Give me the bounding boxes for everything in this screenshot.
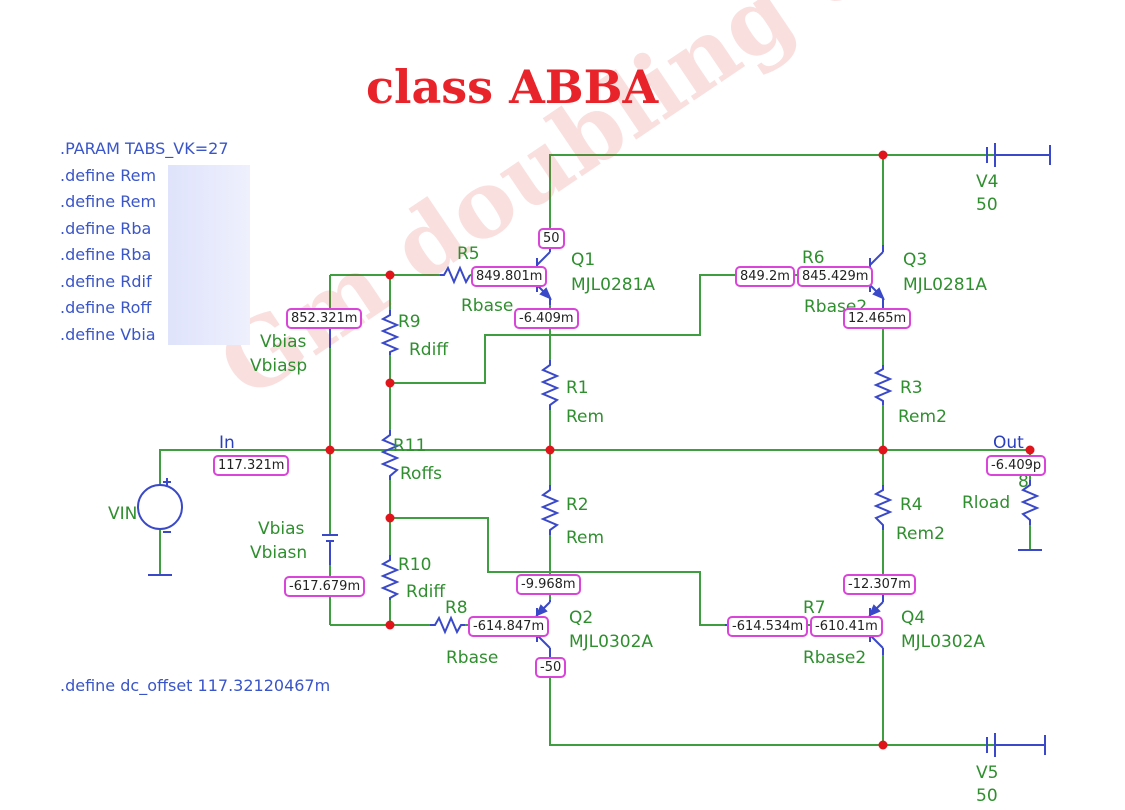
r1-resistor <box>540 360 560 410</box>
r7-ref: R7 <box>803 598 826 618</box>
r11-value: Roffs <box>400 464 443 484</box>
r4-resistor <box>873 485 893 530</box>
vbiasn-value: Vbiasn <box>250 543 308 563</box>
voltage-q2-emitter: -9.968m <box>516 574 581 595</box>
voltage-r10-bottom: -617.679m <box>284 576 366 597</box>
r6-ref: R6 <box>802 248 825 268</box>
r8-value: Rbase <box>446 648 499 668</box>
voltage-r7-left: -614.534m <box>727 616 809 637</box>
r2-resistor <box>540 485 560 535</box>
directive-line: .define Vbia <box>60 324 156 344</box>
directive-line: .define Roff <box>60 298 152 317</box>
q4-transistor <box>868 595 884 655</box>
voltage-in-node: 117.321m <box>213 455 290 476</box>
r3-value: Rem2 <box>898 407 947 427</box>
wires <box>159 154 1031 746</box>
r11-ref: R11 <box>393 436 427 456</box>
directive-line: .define Rem <box>60 165 157 185</box>
v4-battery <box>986 143 1051 167</box>
q3-model: MJL0281A <box>903 275 988 295</box>
voltage-out-node: -6.409p <box>986 455 1047 476</box>
voltage-q1-emitter: -6.409m <box>514 308 579 329</box>
vbias-value: Vbiasp <box>250 356 308 376</box>
rload-ref: 8 <box>1018 472 1029 492</box>
r4-ref: R4 <box>900 495 923 515</box>
r10-value: Rdiff <box>406 582 446 602</box>
spice-directives: .PARAM TABS_VK=27 .define Rem .define Re… <box>60 136 229 348</box>
directive-line: .define Rem <box>60 192 157 211</box>
r9-value: Rdiff <box>409 340 449 360</box>
redaction-mask <box>168 165 250 345</box>
voltage-q1-collector: 50 <box>538 228 565 249</box>
net-label-out: Out <box>993 433 1024 453</box>
directive-line: .define Rba <box>60 245 152 264</box>
v4-ref: V4 <box>976 172 999 192</box>
voltage-q3-emitter: 12.465m <box>843 308 912 329</box>
r10-ref: R10 <box>398 555 432 575</box>
vin-ref: VIN <box>108 504 138 524</box>
r8-ref: R8 <box>445 598 468 618</box>
rload-resistor <box>1020 480 1040 525</box>
q1-ref: Q1 <box>571 250 596 270</box>
r4-value: Rem2 <box>896 524 945 544</box>
v5-battery <box>986 733 1046 757</box>
q3-ref: Q3 <box>903 250 928 270</box>
vbias-neg-battery <box>322 534 338 565</box>
r9-resistor <box>380 310 400 355</box>
r10-resistor <box>380 555 400 600</box>
dc-offset-directive: .define dc_offset 117.32120467m <box>60 676 331 695</box>
r3-resistor <box>873 365 893 405</box>
vbiasn-ref: Vbias <box>258 519 305 539</box>
directive-line: .define Rdif <box>60 271 152 291</box>
r11-resistor <box>380 430 400 480</box>
q1-model: MJL0281A <box>571 275 656 295</box>
voltage-q4-emitter: -12.307m <box>843 574 916 595</box>
voltage-q3-base: 845.429m <box>797 266 874 287</box>
voltage-r9-top: 852.321m <box>286 308 363 329</box>
q2-model: MJL0302A <box>569 632 654 652</box>
schematic-title: class ABBA <box>366 60 659 114</box>
r2-ref: R2 <box>566 495 589 515</box>
v5-value: 50 <box>976 786 998 806</box>
voltage-q2-base: -614.847m <box>468 616 550 637</box>
node-dots <box>325 150 1035 750</box>
r8-resistor <box>430 615 465 635</box>
vin-source <box>137 478 183 576</box>
directive-line: .define Rba <box>60 218 152 238</box>
q2-ref: Q2 <box>569 608 594 628</box>
r1-ref: R1 <box>566 378 589 398</box>
r5-resistor <box>440 265 471 285</box>
q4-model: MJL0302A <box>901 632 986 652</box>
r9-ref: R9 <box>398 312 421 332</box>
r1-value: Rem <box>566 407 605 427</box>
vbias-ref: Vbias <box>260 332 307 352</box>
voltage-q4-base: -610.41m <box>810 616 883 637</box>
net-label-in: In <box>219 433 235 453</box>
rload-value: Rload <box>962 493 1011 513</box>
r7-value: Rbase2 <box>803 648 867 668</box>
r3-ref: R3 <box>900 378 923 398</box>
voltage-q2-collector: -50 <box>535 657 567 678</box>
directive-line: .PARAM TABS_VK=27 <box>60 139 229 158</box>
r5-ref: R5 <box>457 244 480 264</box>
r5-value: Rbase <box>461 296 514 316</box>
v4-value: 50 <box>976 195 998 215</box>
voltage-r5-q1-base: 849.801m <box>471 266 548 287</box>
v5-ref: V5 <box>976 763 999 783</box>
q4-ref: Q4 <box>901 608 926 628</box>
r2-value: Rem <box>566 528 605 548</box>
voltage-r6-left: 849.2m <box>735 266 795 287</box>
